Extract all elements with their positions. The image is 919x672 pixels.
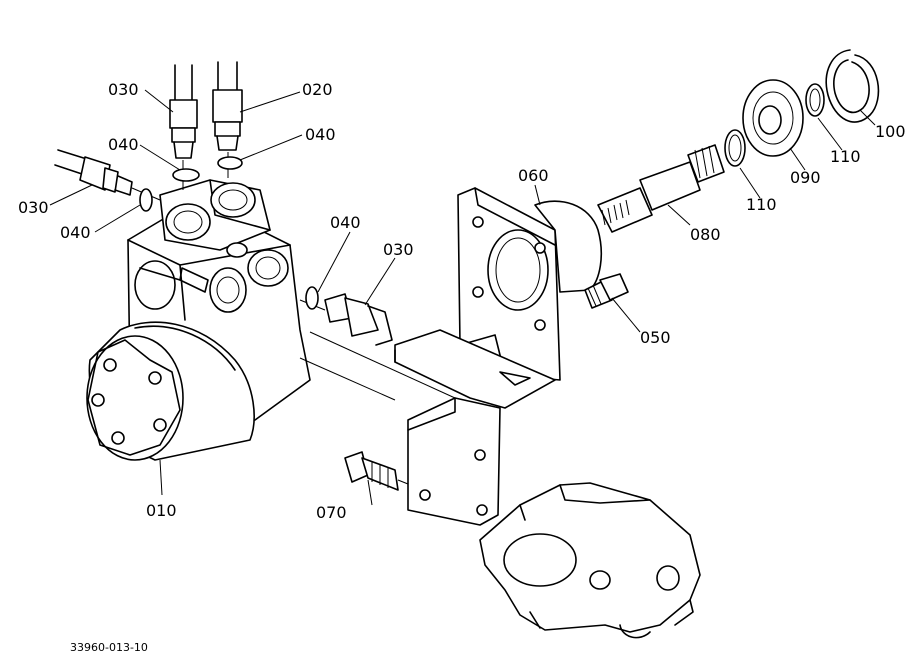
label-110-outer: 110 [830, 147, 861, 166]
fitting-020-drawing [212, 61, 243, 178]
bolt-070-drawing [344, 451, 409, 491]
o-ring-040-drawing [139, 156, 319, 310]
snap-ring-100-drawing [825, 49, 880, 123]
label-020: 020 [302, 80, 333, 99]
label-040-right: 040 [330, 213, 361, 232]
label-090: 090 [790, 168, 821, 187]
label-010: 010 [146, 501, 177, 520]
diagram-code: 33960-013-10 [70, 641, 148, 654]
label-030-left: 030 [18, 198, 49, 217]
label-050: 050 [640, 328, 671, 347]
bolt-050-drawing [584, 273, 629, 309]
bearing-090-drawing [742, 79, 804, 157]
label-060: 060 [518, 166, 549, 185]
label-070: 070 [316, 503, 347, 522]
label-080: 080 [690, 225, 721, 244]
part-labels: 030 020 040 040 030 040 040 030 060 050 … [18, 80, 906, 654]
bracket-060-drawing [394, 187, 603, 526]
label-100: 100 [875, 122, 906, 141]
label-040-left: 040 [60, 223, 91, 242]
circlip-110-inner-drawing [724, 129, 746, 167]
label-030-right: 030 [383, 240, 414, 259]
circlip-110-outer-drawing [805, 83, 825, 117]
fitting-030-top-drawing [169, 64, 198, 190]
shaft-080-drawing [597, 144, 725, 233]
fitting-030-left-drawing [54, 149, 161, 201]
leader-lines [49, 89, 876, 506]
fitting-030-right-drawing [299, 293, 393, 346]
steering-unit-010-drawing [86, 179, 456, 461]
mount-casting-drawing [479, 482, 701, 639]
label-040-top-left: 040 [108, 135, 139, 154]
label-110-inner: 110 [746, 195, 777, 214]
label-040-top-right: 040 [305, 125, 336, 144]
label-030-top: 030 [108, 80, 139, 99]
